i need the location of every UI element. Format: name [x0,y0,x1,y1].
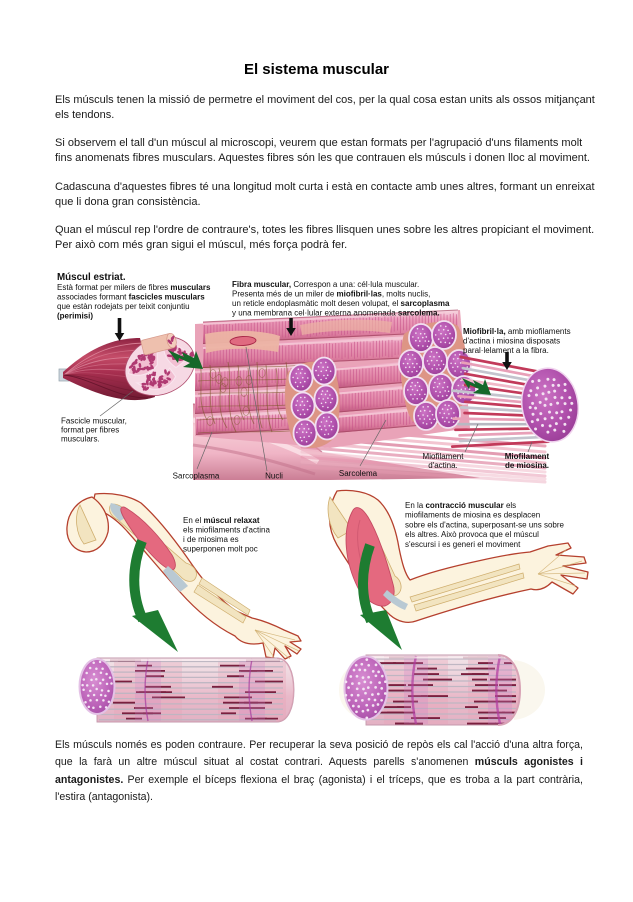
svg-text:associades formant fascicles m: associades formant fascicles musculars [57,293,205,302]
svg-text:musculars.: musculars. [61,435,100,444]
svg-text:sobre els d'actina, superposan: sobre els d'actina, superposant-se uns s… [405,520,565,529]
svg-text:Miofibril·la, amb miofilaments: Miofibril·la, amb miofilaments [463,327,571,336]
svg-text:Sarcolema: Sarcolema [339,469,378,478]
svg-text:els altres. Això provoca que e: els altres. Això provoca que el múscul [405,530,539,539]
svg-text:paral·lelament a la fibra.: paral·lelament a la fibra. [463,346,549,355]
svg-text:Presenta més de un miler de mi: Presenta més de un miler de miofibril·la… [232,290,430,299]
svg-text:un reticle endoplasmàtic molt: un reticle endoplasmàtic molt desen volu… [232,299,450,308]
svg-text:d'actina i miosina disposats: d'actina i miosina disposats [463,337,560,346]
svg-text:Nucli: Nucli [265,472,283,481]
svg-text:d'actina.: d'actina. [428,461,458,470]
svg-text:Miofilament: Miofilament [423,452,465,461]
svg-text:En la contracció muscular els: En la contracció muscular els [405,501,516,510]
svg-text:Sarcoplasma: Sarcoplasma [173,472,220,481]
svg-text:En el múscul relaxat: En el múscul relaxat [183,516,260,525]
svg-text:i de miosima es: i de miosima es [183,535,239,544]
svg-text:superponen molt poc: superponen molt poc [183,545,258,554]
svg-text:(perimisi): (perimisi) [57,312,93,321]
svg-text:els miofilaments d'actina: els miofilaments d'actina [183,526,270,535]
svg-text:Fibra muscular, Correspon a un: Fibra muscular, Correspon a una: cél·lul… [232,280,419,289]
svg-text:de miosina.: de miosina. [505,461,549,470]
svg-text:miofilaments de miosina es des: miofilaments de miosina es desplacen [405,511,540,520]
svg-text:Està format per milers de fibr: Està format per milers de fibres muscula… [57,283,211,292]
svg-text:Fascicle muscular,: Fascicle muscular, [61,417,127,426]
svg-text:Múscul estriat.: Múscul estriat. [57,272,126,283]
svg-text:que estàn rodejats per teixit: que estàn rodejats per teixit conjuntiu [57,302,190,311]
svg-text:format per fibres: format per fibres [61,426,119,435]
svg-text:Miofilament: Miofilament [505,452,550,461]
svg-text:y una membrana cel·lular exter: y una membrana cel·lular externa anomena… [232,309,440,318]
svg-text:s'escursi i es generi el movim: s'escursi i es generi el moviment [405,540,521,549]
